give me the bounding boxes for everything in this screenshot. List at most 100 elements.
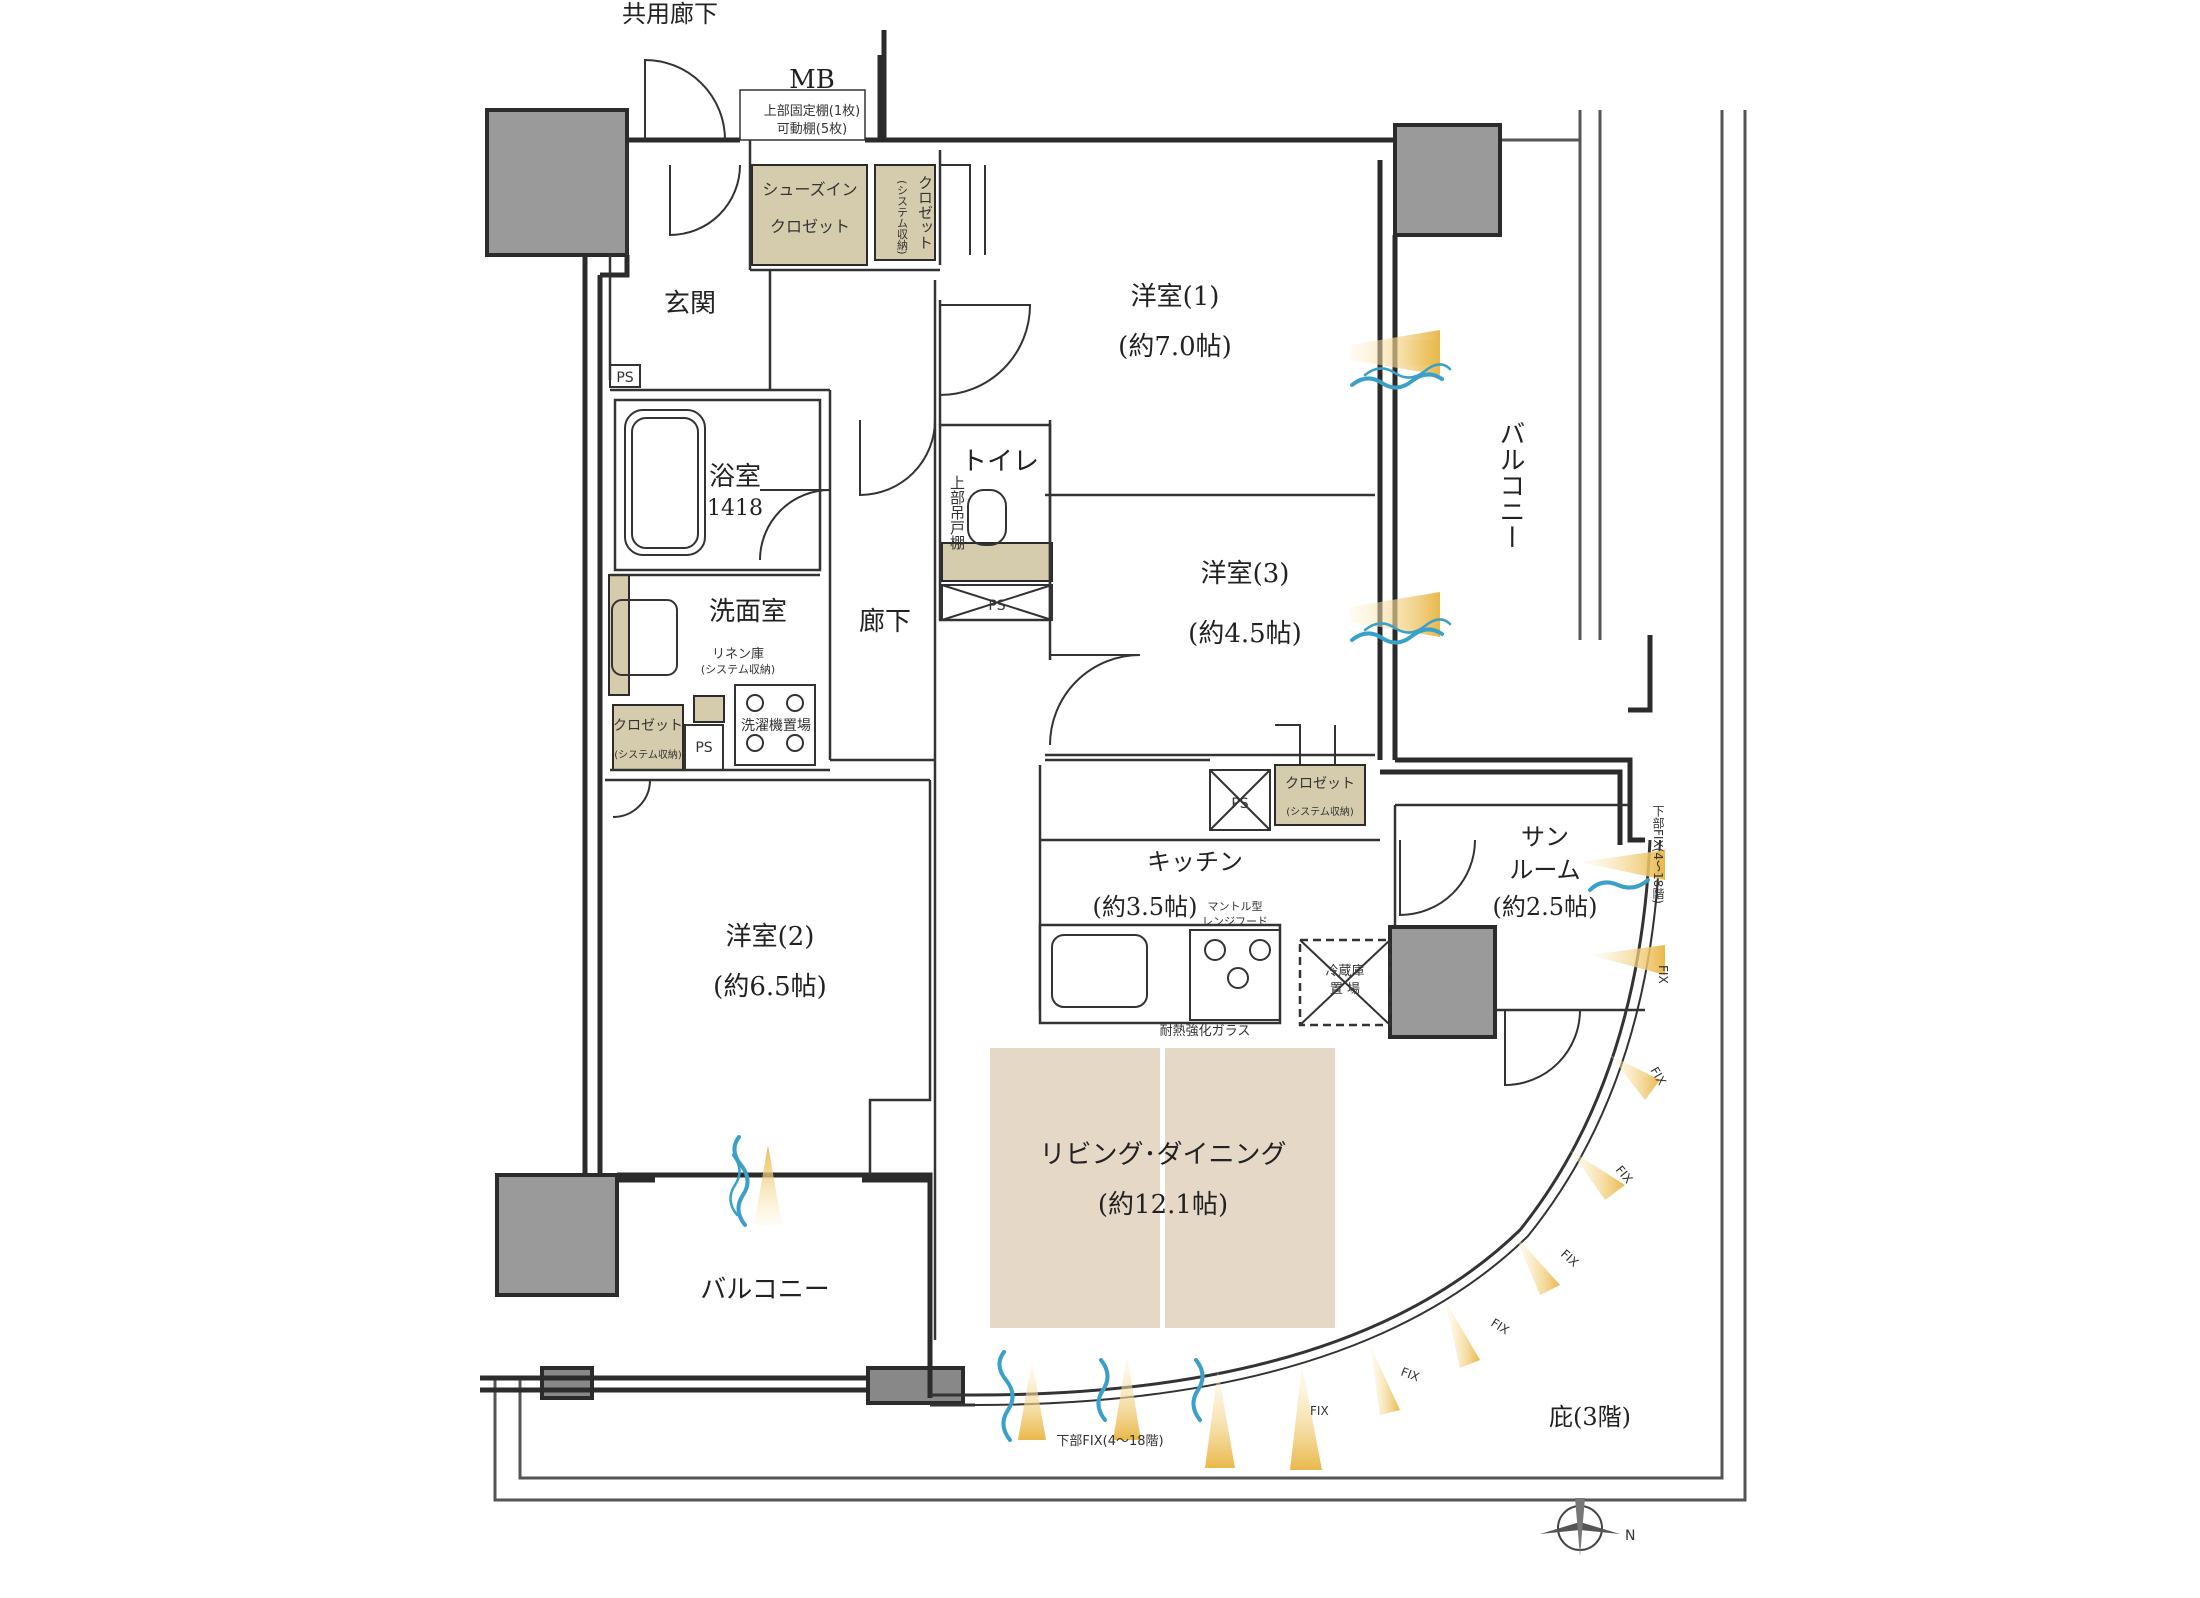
wind-icon	[1096, 1358, 1110, 1422]
closet-bedroom3	[1274, 764, 1366, 826]
label-linen-2: (システム収納)	[701, 663, 775, 676]
label-lower-fix-side: 下部FIX(4〜18階)	[1651, 805, 1665, 904]
closet-vertical	[874, 164, 936, 261]
column-balcony-2	[866, 1366, 965, 1405]
label-entrance: 玄関	[664, 289, 716, 319]
label-ps-entrance: PS	[616, 370, 633, 386]
label-compass-n: N	[1625, 1528, 1635, 1544]
toilet-bowl	[967, 489, 1007, 546]
label-western3-size: (約4.5帖)	[1188, 619, 1302, 649]
label-balcony-south: バルコニー	[700, 1275, 829, 1305]
light-icon	[754, 1145, 782, 1225]
label-shoe-closet-1: シューズイン	[762, 180, 857, 199]
column-se	[1388, 925, 1497, 1039]
label-living-size: (約12.1帖)	[1098, 1190, 1228, 1220]
wind-icon	[997, 1350, 1015, 1442]
light-icon	[1610, 1055, 1660, 1100]
label-fix-4: FIX	[1558, 1247, 1581, 1270]
label-closet-wash: クロゼット	[613, 718, 683, 734]
label-washer: 洗濯機置場	[741, 718, 811, 734]
wind-icon	[732, 1135, 750, 1227]
label-fridge-2: 置 場	[1330, 982, 1360, 997]
light-icon	[1515, 1235, 1560, 1295]
washer	[734, 684, 816, 766]
light-icon	[1445, 1300, 1480, 1368]
label-linen-1: リネン庫	[712, 647, 764, 662]
toilet-shelf	[941, 542, 1053, 582]
door-swing-icon	[1275, 724, 1336, 765]
door-swing-icon	[759, 489, 831, 561]
light-icon	[1205, 1370, 1235, 1468]
column-balcony-1	[540, 1366, 594, 1400]
label-sunroom-size: (約2.5帖)	[1493, 893, 1598, 921]
light-icon	[1113, 1355, 1141, 1440]
light-icon	[1290, 1365, 1322, 1470]
label-washroom: 洗面室	[709, 597, 787, 627]
door-swing-icon	[612, 779, 690, 818]
label-western2-size: (約6.5帖)	[713, 972, 827, 1002]
label-mb-note-1: 上部固定棚(1枚)	[764, 104, 860, 119]
light-icon	[1570, 1150, 1625, 1200]
wind-arrows	[729, 363, 1650, 1442]
label-mb: MB	[789, 65, 835, 95]
living-floor	[990, 1048, 1335, 1328]
label-sunroom-2: ルーム	[1509, 856, 1580, 884]
structural-columns	[485, 108, 1502, 1405]
compass-icon	[1540, 1498, 1620, 1556]
linen-storage	[693, 695, 725, 723]
light-icon	[1350, 330, 1440, 375]
label-western1-name: 洋室(1)	[1131, 282, 1220, 312]
wind-icon	[1363, 363, 1452, 379]
label-ps-wash: PS	[695, 740, 712, 756]
wind-icon	[729, 1153, 741, 1217]
label-ps-kitchen: PS	[1231, 796, 1248, 812]
door-swing-icon	[1504, 1009, 1581, 1087]
ps-box	[684, 724, 724, 771]
door-swing-icon	[644, 58, 726, 141]
label-living-name: リビング･ダイニング	[1039, 1140, 1286, 1170]
label-western1-size: (約7.0帖)	[1118, 332, 1232, 362]
label-western2-name: 洋室(2)	[726, 922, 815, 952]
label-closet-bedroom3: クロゼット	[1285, 776, 1355, 792]
label-toilet: トイレ	[961, 447, 1039, 477]
labels: 共用廊下 MB 上部固定棚(1枚) 可動棚(5枚) シューズイン クロゼット ク…	[613, 0, 1670, 1544]
door-swing-icon	[939, 304, 1032, 396]
label-corridor-top: 共用廊下	[622, 0, 718, 28]
label-fix-7: FIX	[1310, 1404, 1329, 1418]
bathtub	[624, 409, 706, 556]
interior-walls	[605, 89, 1645, 1340]
label-fix-1: FIX	[1656, 965, 1670, 984]
label-kitchen-name: キッチン	[1147, 848, 1243, 876]
doors	[612, 58, 1581, 1087]
label-fridge-1: 冷蔵庫	[1325, 964, 1364, 979]
label-sunroom-1: サン	[1521, 823, 1569, 851]
wind-icon	[1588, 878, 1650, 892]
column-ne	[1393, 123, 1502, 237]
label-bath-name: 浴室	[709, 462, 761, 492]
light-arrows	[754, 330, 1665, 1470]
label-ps-toilet: PS	[988, 598, 1005, 614]
wind-icon	[1363, 618, 1452, 634]
wind-icon	[1350, 372, 1444, 390]
light-icon	[1018, 1360, 1046, 1440]
eaves-outline	[493, 110, 1747, 1502]
door-swing-icon	[1049, 654, 1141, 746]
label-range-hood-2: レンジフード	[1202, 915, 1268, 928]
label-balcony-east: バルコニー	[1495, 420, 1525, 550]
label-eaves: 庇(3階)	[1549, 1403, 1631, 1431]
label-closet-vertical: クロゼット	[916, 175, 934, 250]
column-nw	[485, 108, 629, 257]
label-mb-note-2: 可動棚(5枚)	[777, 122, 847, 137]
wind-icon	[1350, 627, 1444, 645]
label-western3-name: 洋室(3)	[1201, 559, 1290, 589]
fixtures	[609, 364, 1391, 1026]
ps-box	[1209, 769, 1271, 831]
label-glass: 耐熱強化ガラス	[1160, 1024, 1251, 1039]
light-icon	[1580, 850, 1665, 880]
label-closet-bedroom3-sub: (システム収納)	[1286, 805, 1354, 818]
door-swing-icon	[669, 164, 741, 237]
label-range-hood-1: マントル型	[1208, 899, 1263, 913]
door-swing-icon	[940, 164, 986, 255]
label-fix-6: FIX	[1399, 1365, 1421, 1385]
closet-wash	[612, 704, 684, 771]
